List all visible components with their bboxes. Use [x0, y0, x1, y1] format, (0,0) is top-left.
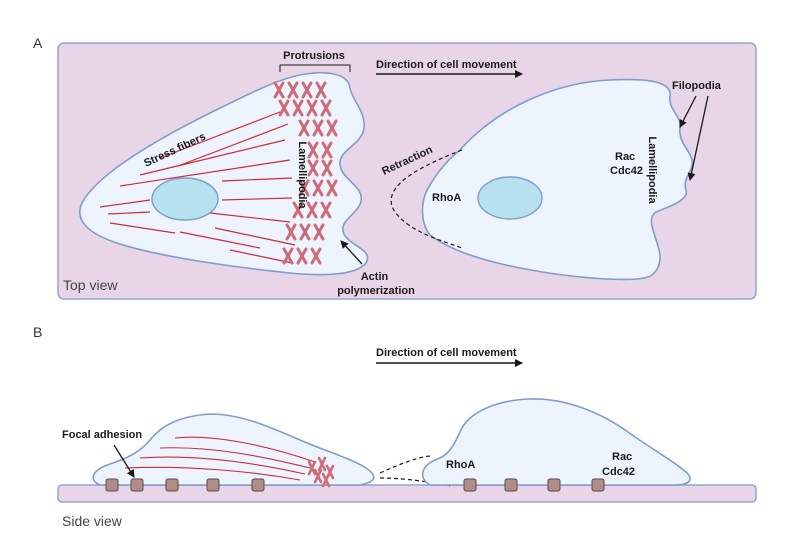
actin-filament [320, 201, 332, 219]
actin-filament [307, 159, 319, 177]
stress-fiber [221, 177, 293, 182]
actin-filament [285, 223, 297, 241]
right-cell-nucleus [477, 176, 543, 220]
protrusions-bracket [279, 64, 351, 72]
stress-fiber [229, 249, 293, 264]
side-stress-fiber [159, 447, 311, 469]
actin-filament [326, 119, 338, 137]
actin-label-line1: Actin [361, 271, 389, 283]
actin-filament [326, 179, 338, 197]
actin-arrow [340, 240, 363, 265]
focal-adhesion-block [591, 478, 605, 492]
panel-a-label: A [33, 35, 43, 51]
cdc42-label-bottom: Cdc42 [602, 466, 635, 478]
stress-fiber [139, 139, 286, 176]
rac-label-bottom: Rac [612, 451, 632, 463]
side-stress-fiber [139, 456, 306, 475]
focal-adhesion-block [251, 478, 265, 492]
actin-filament [282, 247, 294, 265]
actin-filament [306, 201, 318, 219]
direction-label-top: Direction of cell movement [376, 59, 517, 71]
stress-fiber [159, 111, 281, 159]
filopodia-arrow-1 [679, 95, 697, 128]
focal-adhesion-block [463, 478, 477, 492]
actin-filament [301, 81, 313, 99]
side-stress-fiber [174, 436, 316, 463]
stress-fiber [119, 159, 291, 187]
actin-filament [321, 141, 333, 159]
filopodia-label: Filopodia [672, 80, 722, 92]
retraction-trail [390, 149, 463, 249]
rac-label-top: Rac [615, 151, 635, 163]
stress-fiber [221, 197, 293, 201]
lamellipodia-left-label: Lamellipodia [296, 141, 308, 209]
stress-fibers [99, 111, 296, 264]
actin-label-line2: polymerization [337, 285, 415, 297]
side-view-label: Side view [62, 513, 123, 529]
actin-filament [320, 99, 332, 117]
side-stress-fibers [124, 436, 316, 481]
side-actin-bundles [307, 456, 335, 488]
stress-fiber [109, 222, 176, 234]
focal-adhesions [105, 478, 605, 492]
actin-filament [292, 201, 304, 219]
side-stress-fiber [124, 466, 301, 481]
direction-label-bottom: Direction of cell movement [376, 347, 517, 359]
focal-adhesion-block [165, 478, 179, 492]
focal-adhesion-arrow [113, 444, 135, 478]
focal-adhesion-block [206, 478, 220, 492]
stress-fiber [107, 211, 151, 215]
focal-adhesion-label: Focal adhesion [62, 429, 142, 441]
top-view-label: Top view [63, 277, 118, 293]
protrusions-label: Protrusions [283, 50, 345, 62]
actin-filament [312, 179, 324, 197]
actin-filament [296, 247, 308, 265]
actin-bundles [273, 81, 338, 265]
actin-filament [317, 456, 327, 472]
panel-b-label: B [33, 324, 42, 340]
actin-filament [298, 119, 310, 137]
actin-filament [315, 81, 327, 99]
side-right-cell [421, 398, 691, 486]
actin-filament [307, 460, 317, 476]
stress-fiber [99, 199, 151, 208]
actin-filament [278, 99, 290, 117]
actin-filament [287, 81, 299, 99]
stress-fiber [209, 212, 291, 223]
rhoa-label-bottom: RhoA [446, 459, 475, 471]
lamellipodia-right-label: Lamellipodia [646, 136, 658, 204]
actin-filament [273, 81, 285, 99]
focal-adhesion-block [105, 478, 119, 492]
actin-filament [321, 159, 333, 177]
left-cell-nucleus [151, 177, 219, 221]
right-cell-body [421, 78, 693, 281]
stress-fiber [214, 227, 296, 246]
panel-b: B Direction of cell movement Side view F… [33, 324, 757, 529]
actin-filament [310, 247, 322, 265]
cdc42-label-top: Cdc42 [610, 165, 643, 177]
actin-filament [307, 141, 319, 159]
substrate [57, 484, 757, 503]
stress-fiber [177, 123, 289, 167]
actin-label: Actin polymerization [337, 271, 415, 297]
actin-filament [292, 99, 304, 117]
focal-adhesion-block [130, 478, 144, 492]
panel-a: A Top view Stress fibers Lamellipodia [33, 35, 757, 300]
actin-filament [298, 179, 310, 197]
filopodia-arrow-2 [687, 95, 709, 181]
actin-filament [313, 223, 325, 241]
actin-filament [313, 468, 323, 484]
actin-filament [312, 119, 324, 137]
actin-filament [321, 472, 331, 488]
stress-fiber [179, 231, 261, 249]
focal-adhesion-block [547, 478, 561, 492]
actin-filament [306, 99, 318, 117]
actin-filament [299, 223, 311, 241]
focal-adhesion-block [504, 478, 518, 492]
rhoa-label-top: RhoA [432, 192, 461, 204]
